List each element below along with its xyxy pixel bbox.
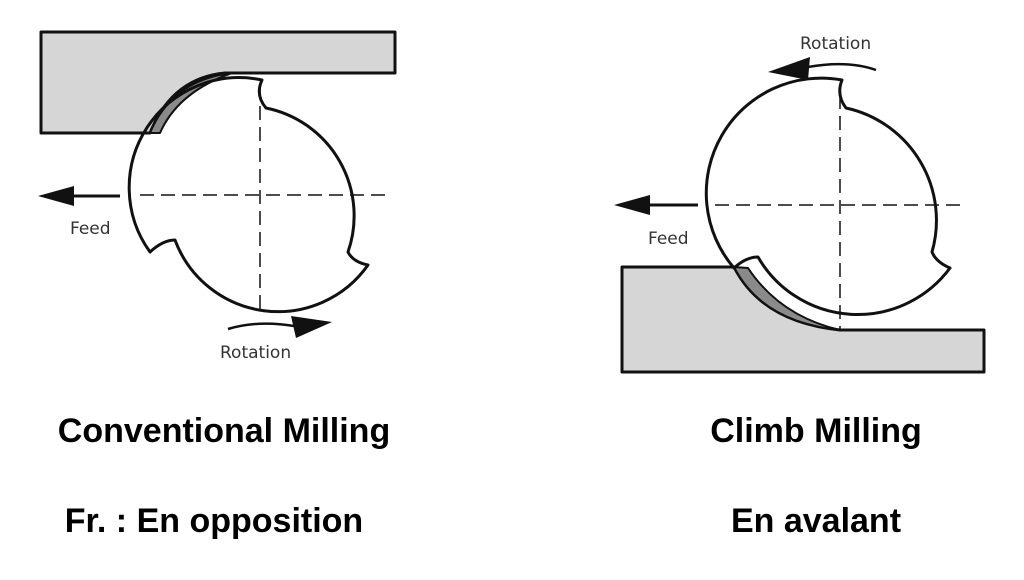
conventional-cutter xyxy=(127,76,370,314)
climb-title: Climb Milling xyxy=(710,412,922,450)
conventional-milling-diagram: Feed Rotation xyxy=(38,30,397,363)
conventional-subtitle: Fr. : En opposition xyxy=(64,502,364,540)
conventional-workpiece xyxy=(39,30,397,135)
climb-subtitle: En avalant xyxy=(730,502,902,540)
climb-feed-arrow-icon xyxy=(614,195,698,215)
conventional-title: Conventional Milling xyxy=(57,412,391,450)
climb-rotation-label: Rotation xyxy=(800,34,871,54)
conventional-rotation-arrow-icon xyxy=(227,316,332,338)
climb-cutter xyxy=(704,76,952,317)
conventional-feed-label: Feed xyxy=(70,219,111,239)
conventional-feed-arrow-icon xyxy=(38,186,120,206)
climb-rotation-arrow-icon xyxy=(768,57,877,80)
climb-feed-label: Feed xyxy=(648,229,689,249)
conventional-rotation-label: Rotation xyxy=(220,343,291,363)
climb-milling-diagram: Feed Rotation xyxy=(614,34,986,374)
